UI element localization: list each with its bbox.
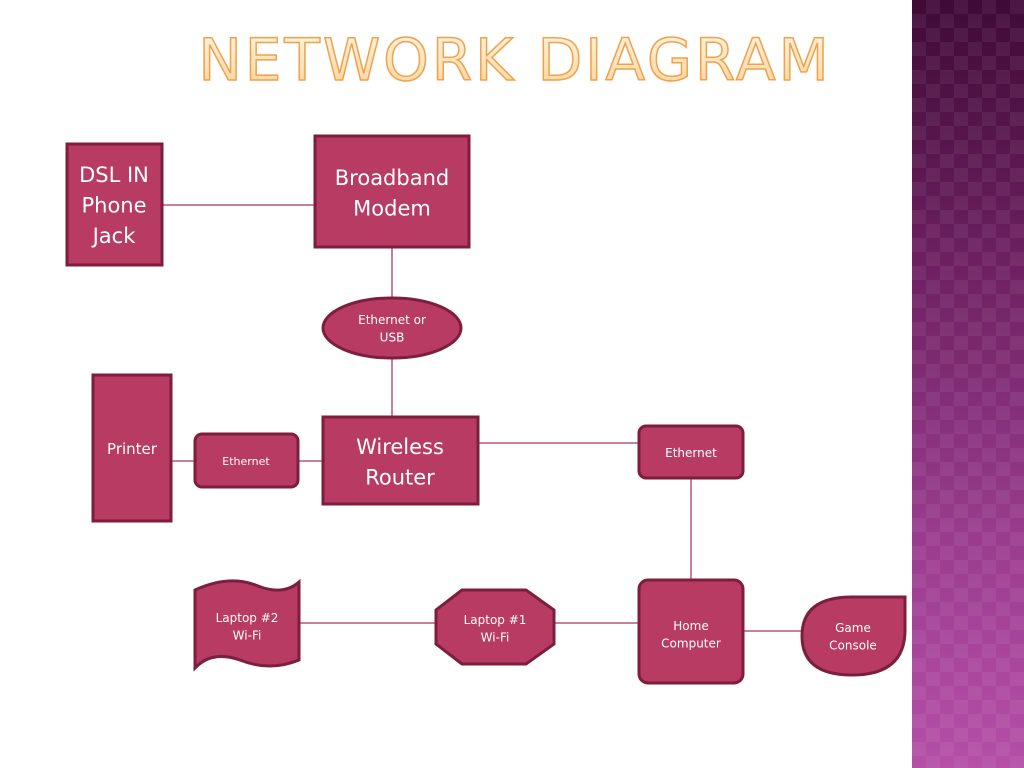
label-line: Printer [107, 440, 158, 458]
node-laptop2: Laptop #2 Wi-Fi [193, 578, 301, 672]
label-line: Modem [353, 196, 431, 220]
label-line: Jack [91, 224, 137, 248]
node-printer: Printer [91, 373, 173, 523]
label-line: Console [829, 638, 877, 652]
decorative-sidebar [912, 0, 1024, 768]
node-ethernet-printer: Ethernet [193, 432, 300, 489]
node-laptop1-label: Laptop #1 Wi-Fi [464, 613, 527, 644]
label-line: Laptop #1 [464, 613, 527, 627]
node-ethernet-right: Ethernet [637, 424, 745, 480]
label-line: Wireless [356, 435, 444, 459]
label-line: Wi-Fi [233, 628, 262, 642]
node-laptop2-label: Laptop #2 Wi-Fi [216, 611, 279, 642]
label-line: Phone [81, 193, 146, 217]
label-line: DSL IN [79, 163, 149, 187]
title-banner: Network Diagram [198, 25, 831, 95]
page-title: Network Diagram [198, 26, 831, 94]
node-printer-label: Printer [107, 440, 158, 458]
label-line: Broadband [335, 166, 449, 190]
label-line: Ethernet or [358, 313, 426, 327]
label-line: Home [673, 619, 708, 633]
node-ethernet-or-usb-label: Ethernet or USB [358, 313, 426, 344]
label-line: Ethernet [222, 455, 270, 468]
node-ethernet-right-label: Ethernet [665, 446, 717, 460]
label-line: Computer [661, 636, 721, 650]
label-line: USB [380, 330, 405, 344]
label-line: Router [365, 465, 435, 489]
node-ethernet-or-usb: Ethernet or USB [321, 296, 463, 360]
label-line: Game [835, 621, 871, 635]
label-line: Laptop #2 [216, 611, 279, 625]
label-line: Wi-Fi [481, 630, 510, 644]
connection-lines [162, 204, 802, 632]
node-laptop1: Laptop #1 Wi-Fi [434, 588, 556, 666]
node-ethernet-printer-label: Ethernet [222, 455, 270, 468]
label-line: Ethernet [665, 446, 717, 460]
